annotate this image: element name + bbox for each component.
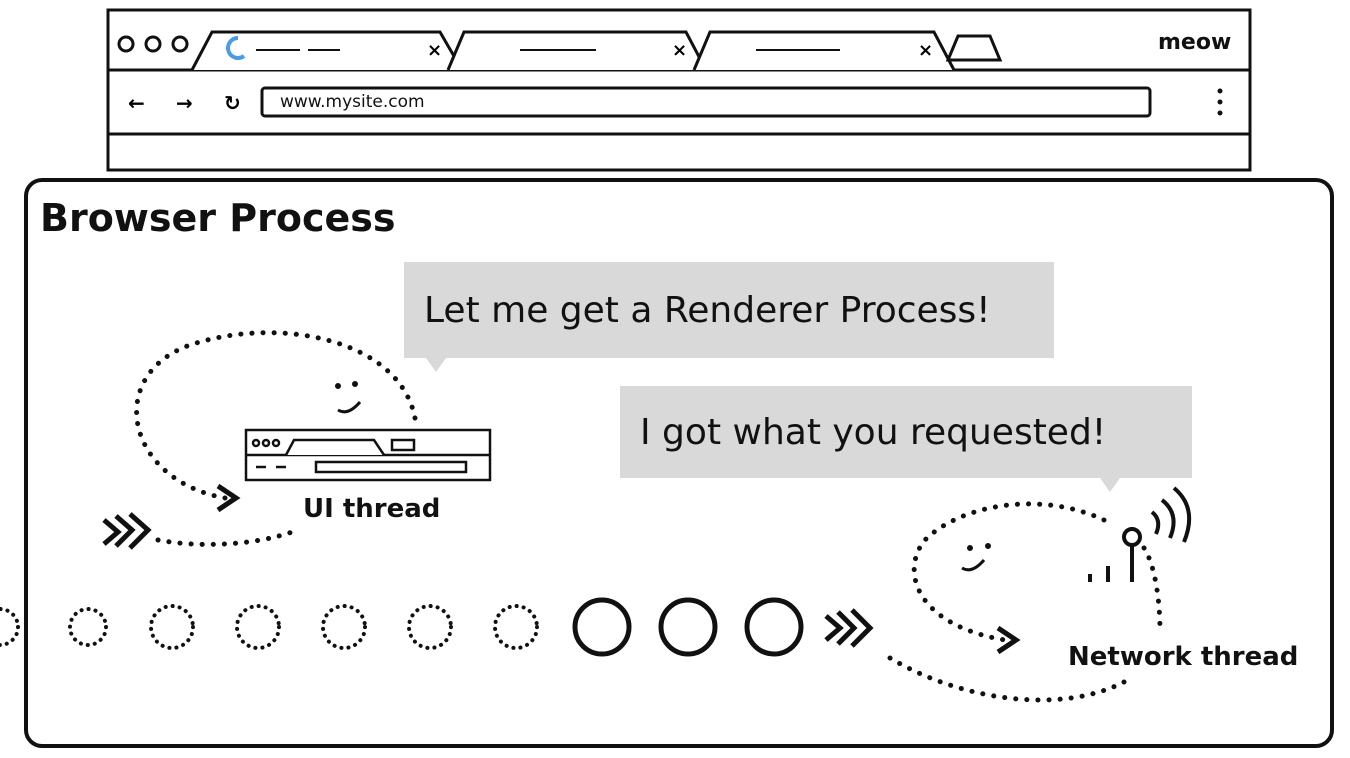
tab-close-icon[interactable]: × — [672, 40, 687, 61]
active-task — [658, 597, 718, 657]
ui-thread-face-icon — [335, 381, 362, 414]
address-bar-url[interactable]: www.mysite.com — [280, 92, 425, 112]
pending-task — [493, 604, 539, 650]
antenna-icon — [1088, 486, 1192, 582]
tab-2[interactable]: × — [446, 30, 708, 71]
network-thread-loop — [887, 501, 1163, 703]
speech-bubble-text: I got what you requested! — [640, 411, 1107, 453]
speech-bubble-text: Let me get a Renderer Process! — [424, 289, 991, 331]
ui-thread-browser-icon — [244, 428, 492, 482]
address-bar[interactable] — [260, 86, 1152, 118]
window-controls[interactable] — [117, 35, 189, 53]
reload-icon[interactable]: ↻ — [224, 91, 241, 115]
new-tab-icon[interactable] — [945, 34, 1003, 62]
browser-process-title: Browser Process — [40, 196, 396, 240]
speech-bubble-ui-thread: Let me get a Renderer Process! — [404, 262, 1054, 372]
menu-dots-icon[interactable] — [1217, 88, 1223, 116]
speech-bubble-network-thread: I got what you requested! — [620, 386, 1192, 492]
active-task — [572, 597, 632, 657]
pending-task — [321, 604, 367, 650]
back-arrow-icon[interactable]: ← — [128, 91, 145, 115]
queue-chevrons-icon — [824, 608, 874, 648]
ui-thread-label: UI thread — [303, 494, 441, 524]
browser-window: × × × ← → ↻ — [106, 8, 1252, 172]
pending-task — [407, 604, 453, 650]
incoming-chevrons-icon — [102, 512, 152, 550]
network-thread-face-icon — [961, 543, 991, 572]
arrow-head-icon — [216, 483, 241, 513]
tab-1[interactable]: × — [190, 30, 464, 71]
pending-task — [0, 607, 20, 647]
active-task — [744, 597, 804, 657]
pending-task — [68, 607, 108, 647]
loading-spinner-icon — [226, 36, 246, 60]
task-queue — [0, 597, 804, 657]
profile-name: meow — [1158, 30, 1232, 55]
ui-thread-loop — [134, 330, 418, 547]
tab-3[interactable]: × — [692, 30, 956, 71]
network-thread-label: Network thread — [1068, 642, 1299, 672]
tab-close-icon[interactable]: × — [918, 40, 933, 61]
pending-task — [149, 604, 195, 650]
arrow-head-icon — [996, 625, 1021, 655]
tab-close-icon[interactable]: × — [427, 40, 442, 61]
pending-task — [235, 604, 281, 650]
forward-arrow-icon[interactable]: → — [176, 91, 193, 115]
speech-bubble-tail — [426, 358, 446, 372]
speech-bubble-tail — [1100, 478, 1120, 492]
